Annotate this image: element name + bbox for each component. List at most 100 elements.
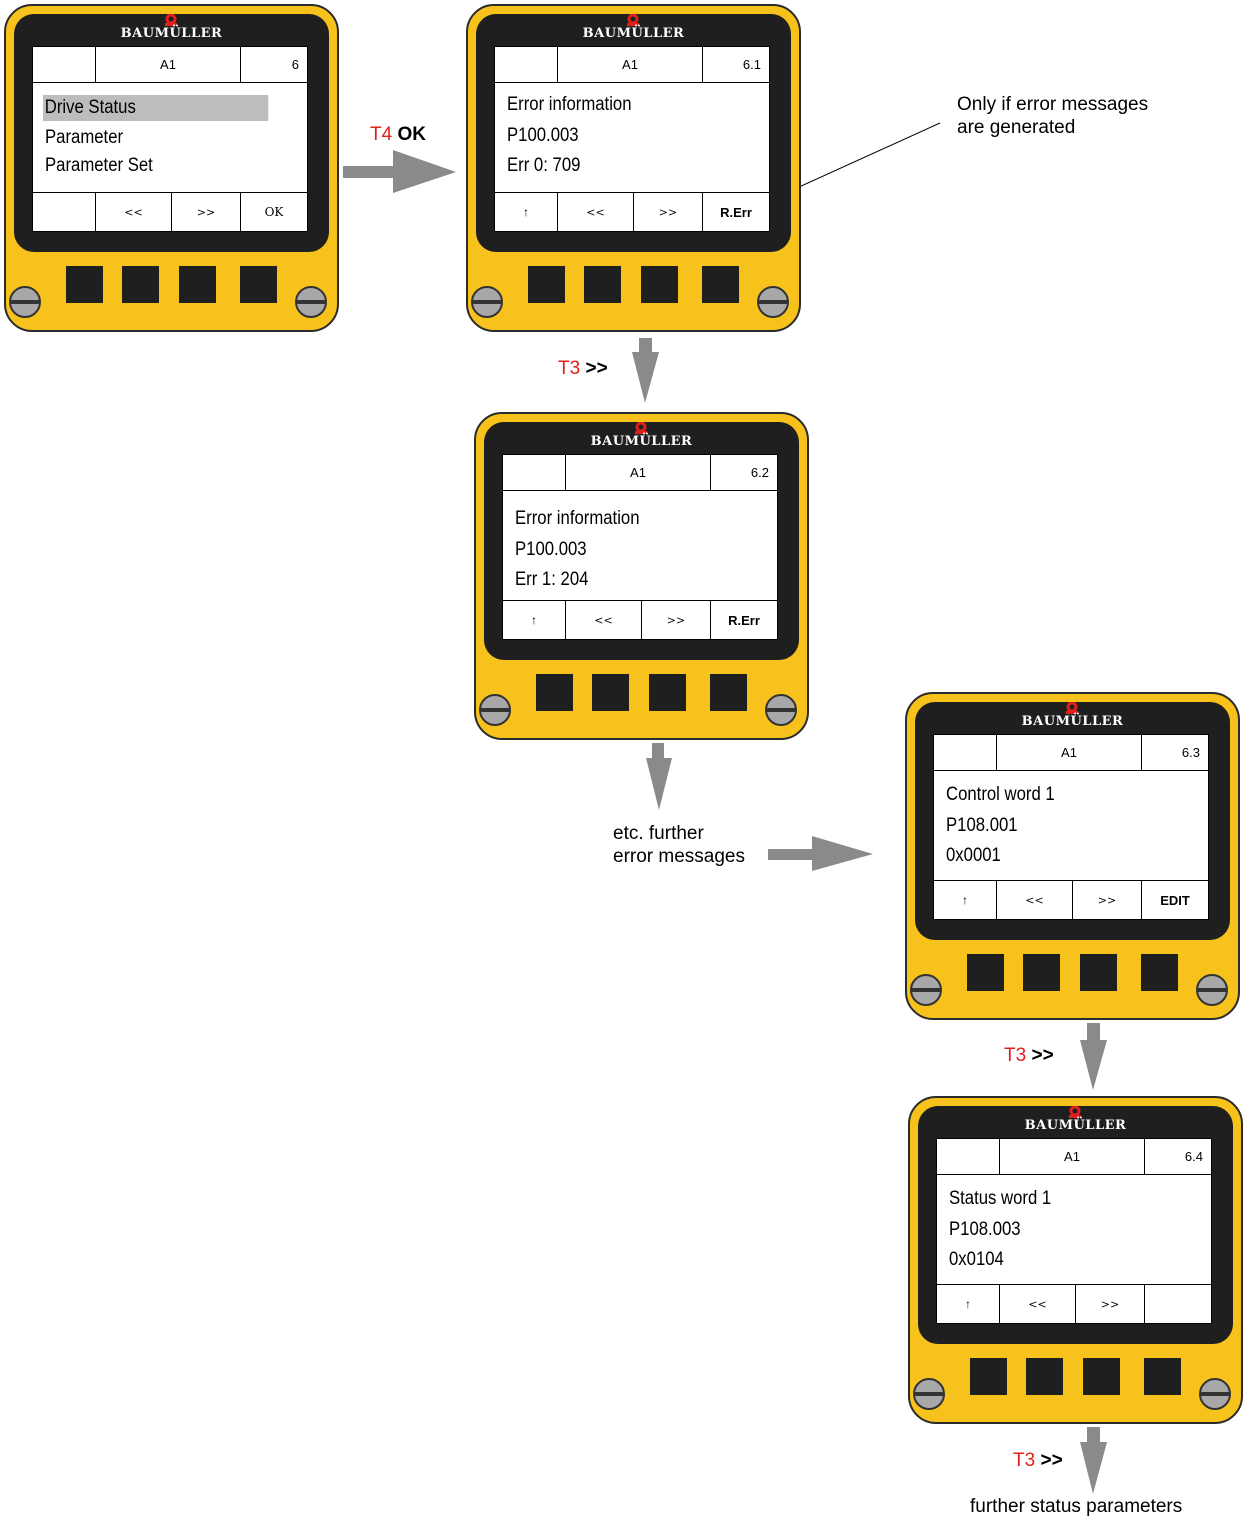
screen-line-title: Control word 1 xyxy=(946,784,1055,805)
softkey-label-2: << xyxy=(566,601,642,640)
key-t4[interactable] xyxy=(1141,954,1178,991)
brand-logo: BAUMÜLLER xyxy=(120,26,223,41)
softkey-bar: ↑ << >> R.Err xyxy=(495,192,769,232)
screw-right-icon xyxy=(295,286,327,318)
key-t2[interactable] xyxy=(1023,954,1060,991)
display-screen: A1 6.4 Status word 1 P108.003 0x0104 ↑ <… xyxy=(936,1138,1212,1324)
softkey-bar: ↑ << >> R.Err xyxy=(503,600,777,640)
key-t3[interactable] xyxy=(641,266,678,303)
softkey-label-3: >> xyxy=(172,193,241,232)
brand-logo: BAUMÜLLER xyxy=(1021,714,1124,729)
key-t2[interactable] xyxy=(1026,1358,1063,1395)
screen-line-parameter: P108.003 xyxy=(949,1219,1021,1240)
note-line: Only if error messages xyxy=(957,94,1149,115)
softkey-label-2: << xyxy=(997,881,1073,920)
screen-line-parameter: P108.001 xyxy=(946,815,1018,836)
key-t4[interactable] xyxy=(710,674,747,711)
menu-item-drive-status[interactable]: Drive Status xyxy=(43,95,269,121)
screw-left-icon xyxy=(9,286,41,318)
key-t2[interactable] xyxy=(584,266,621,303)
key-t3[interactable] xyxy=(179,266,216,303)
arrow-right-2 xyxy=(768,836,873,871)
key-t1[interactable] xyxy=(967,954,1004,991)
arrow-down-4 xyxy=(1080,1427,1107,1494)
header-left xyxy=(934,735,997,770)
softkey-label-1 xyxy=(33,193,96,232)
key-t2[interactable] xyxy=(592,674,629,711)
header-left xyxy=(937,1139,1000,1174)
key-t2[interactable] xyxy=(122,266,159,303)
baumuller-logo-icon xyxy=(1069,1106,1081,1118)
display-screen: A1 6.1 Error information P100.003 Err 0:… xyxy=(494,46,770,232)
note-error-only: Only if error messages are generated xyxy=(957,93,1148,139)
header-axis: A1 xyxy=(997,735,1142,770)
display-screen: A1 6 Drive Status Parameter Parameter Se… xyxy=(32,46,308,232)
header-menu-number: 6.3 xyxy=(1181,745,1200,760)
key-t1[interactable] xyxy=(528,266,565,303)
screen-line-value: Err 0: 709 xyxy=(507,155,581,176)
transition-label-4: T3 >> xyxy=(1013,1450,1063,1472)
header-axis: A1 xyxy=(558,47,703,82)
header-left xyxy=(33,47,96,82)
header-menu-number: 6.2 xyxy=(750,465,769,480)
arrow-right-1 xyxy=(343,150,456,193)
screen-line-title: Error information xyxy=(507,94,632,115)
baumuller-logo-icon xyxy=(165,14,177,26)
transition-action: >> xyxy=(585,358,608,379)
softkey-label-4: OK xyxy=(264,205,284,219)
screw-left-icon xyxy=(479,694,511,726)
softkey-bar: ↑ << >> EDIT xyxy=(934,880,1208,920)
note-further-errors: etc. further error messages xyxy=(613,822,745,868)
screen-line-value: 0x0104 xyxy=(949,1249,1004,1270)
menu-item-parameter[interactable]: Parameter xyxy=(45,127,124,148)
screw-right-icon xyxy=(765,694,797,726)
softkey-label-2: << xyxy=(96,193,172,232)
softkey-label-2: << xyxy=(558,193,634,232)
menu-item-parameter-set[interactable]: Parameter Set xyxy=(45,155,153,176)
transition-key: T3 xyxy=(558,358,581,379)
operator-panel-3: BAUMÜLLER A1 6.2 Error information P100.… xyxy=(474,412,809,740)
softkey-label-4: EDIT xyxy=(1160,893,1190,908)
screen-header: A1 6.3 xyxy=(934,735,1208,771)
transition-label-2: T3 >> xyxy=(558,358,608,380)
key-t1[interactable] xyxy=(66,266,103,303)
screen-line-value: Err 1: 204 xyxy=(515,569,589,590)
softkey-label-1: ↑ xyxy=(934,881,997,920)
brand-logo: BAUMÜLLER xyxy=(582,26,685,41)
softkey-label-3: >> xyxy=(642,601,711,640)
arrow-down-2 xyxy=(646,743,672,810)
display-screen: A1 6.3 Control word 1 P108.001 0x0001 ↑ … xyxy=(933,734,1209,920)
screen-line-parameter: P100.003 xyxy=(515,539,587,560)
screw-left-icon xyxy=(910,974,942,1006)
key-t1[interactable] xyxy=(970,1358,1007,1395)
key-t3[interactable] xyxy=(649,674,686,711)
note-line: etc. further xyxy=(613,823,704,844)
key-t4[interactable] xyxy=(702,266,739,303)
note-further-status: further status parameters xyxy=(970,1496,1183,1517)
transition-key: T3 xyxy=(1013,1450,1036,1471)
operator-panel-2: BAUMÜLLER A1 6.1 Error information P100.… xyxy=(466,4,801,332)
transition-label-3: T3 >> xyxy=(1004,1045,1054,1067)
key-t4[interactable] xyxy=(240,266,277,303)
header-menu-number: 6 xyxy=(291,57,299,72)
header-axis: A1 xyxy=(566,455,711,490)
arrow-down-3 xyxy=(1080,1023,1107,1090)
brand-logo: BAUMÜLLER xyxy=(590,434,693,449)
key-t3[interactable] xyxy=(1080,954,1117,991)
operator-panel-1: BAUMÜLLER A1 6 Drive Status Parameter Pa… xyxy=(4,4,339,332)
brand-logo: BAUMÜLLER xyxy=(1024,1118,1127,1133)
key-t3[interactable] xyxy=(1083,1358,1120,1395)
operator-panel-4: BAUMÜLLER A1 6.3 Control word 1 P108.001… xyxy=(905,692,1240,1020)
softkey-label-4 xyxy=(1145,1285,1211,1324)
key-t1[interactable] xyxy=(536,674,573,711)
baumuller-logo-icon xyxy=(627,14,639,26)
screw-left-icon xyxy=(913,1378,945,1410)
softkey-bar: ↑ << >> xyxy=(937,1284,1211,1324)
header-menu-number: 6.4 xyxy=(1184,1149,1203,1164)
key-t4[interactable] xyxy=(1144,1358,1181,1395)
screen-header: A1 6.1 xyxy=(495,47,769,83)
softkey-label-3: >> xyxy=(1076,1285,1145,1324)
note-line: are generated xyxy=(957,117,1076,138)
screw-right-icon xyxy=(1196,974,1228,1006)
